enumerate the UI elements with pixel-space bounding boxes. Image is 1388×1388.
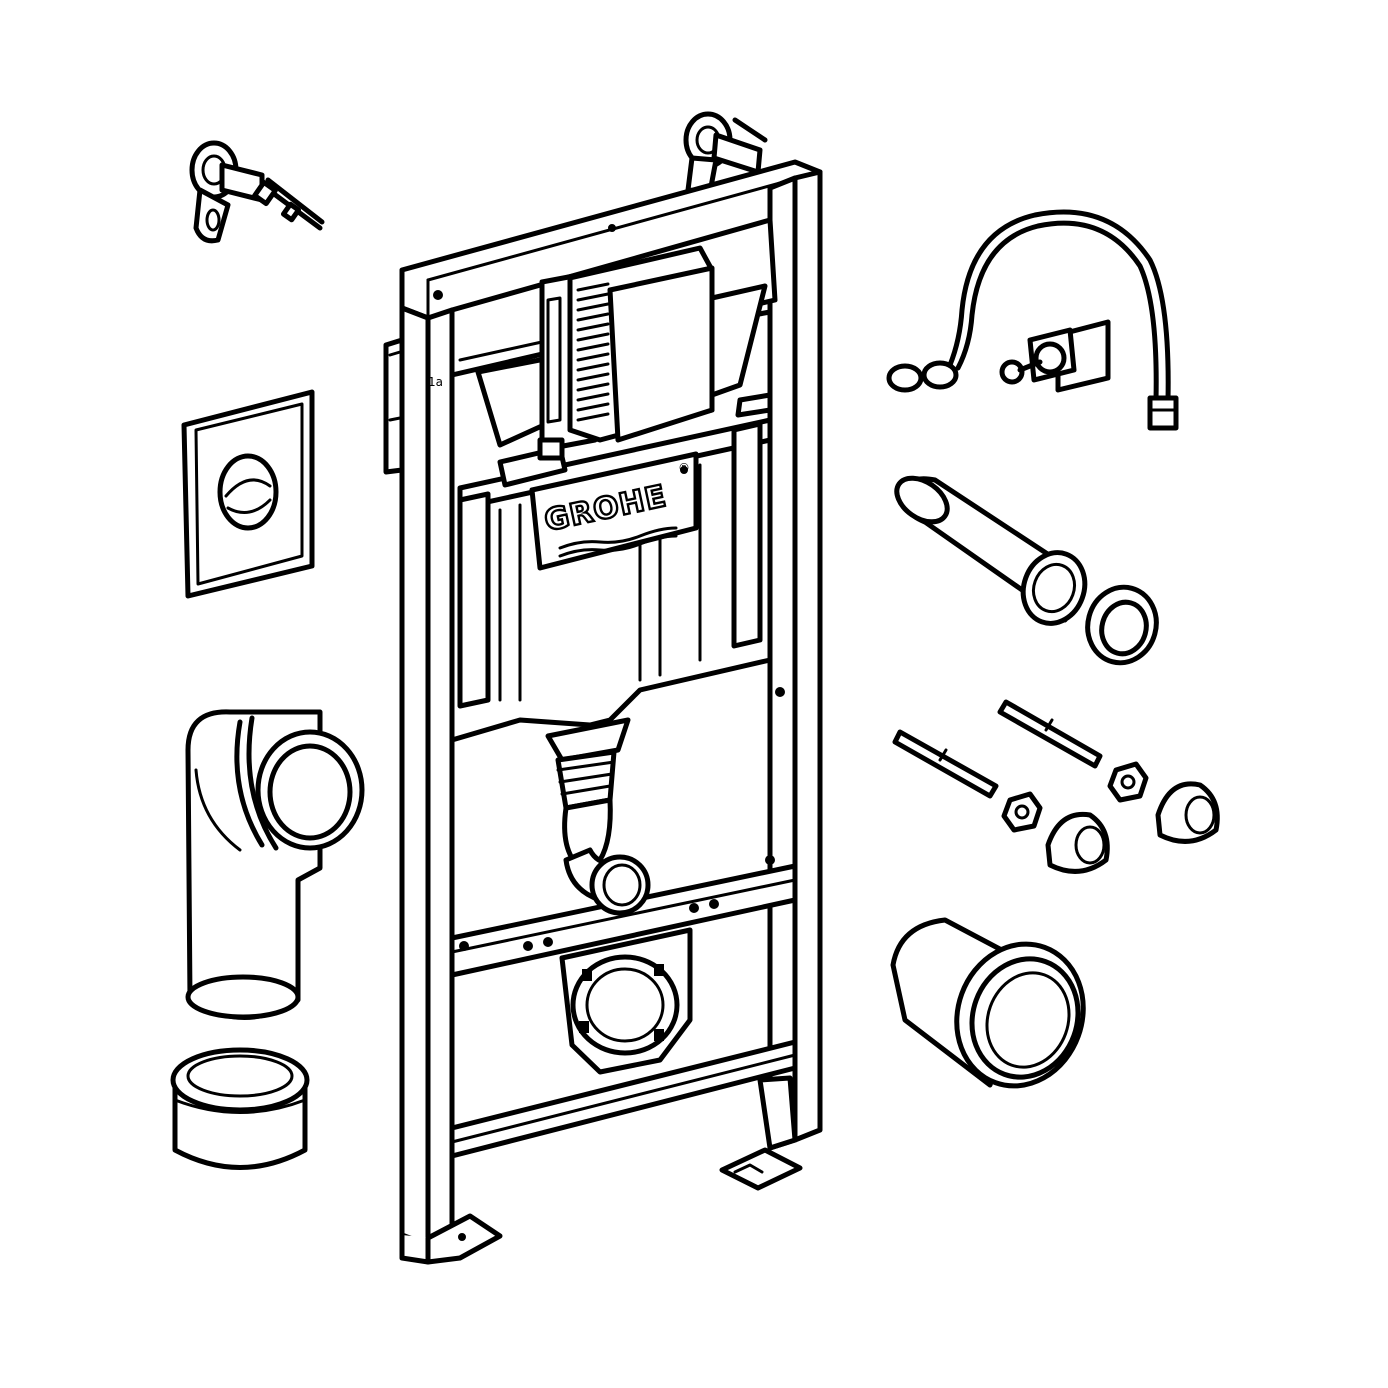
cistern: GROHE ® — [449, 217, 778, 871]
registered-mark: ® — [678, 461, 690, 475]
flush-bend — [563, 847, 651, 916]
hex-nuts — [1001, 761, 1149, 833]
angle-valve — [999, 319, 1111, 393]
svg-text:1a: 1a — [428, 375, 443, 389]
mounting-bolts — [892, 699, 1103, 799]
installation-frame: 1a — [383, 159, 823, 1265]
drain-elbow — [185, 709, 365, 1020]
pan-sleeve — [890, 917, 1086, 1089]
drain-sleeve — [170, 1047, 310, 1170]
flush-plate — [181, 389, 315, 599]
logo-plate — [529, 451, 699, 571]
sealing-ring — [1085, 584, 1159, 666]
connector-pipe — [894, 475, 1088, 626]
cap-nuts — [1045, 781, 1220, 874]
pan-connector — [559, 927, 693, 1075]
water-supply-hose — [886, 209, 1179, 431]
wall-bracket-left — [189, 140, 325, 244]
